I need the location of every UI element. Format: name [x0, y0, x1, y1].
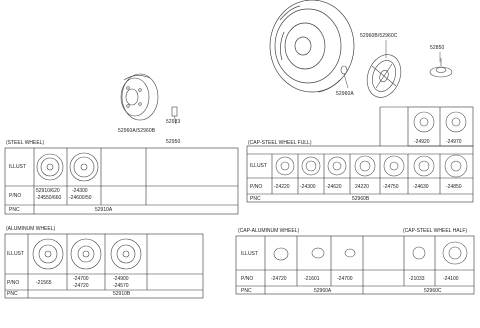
aluminum-title: (ALUMINUM WHEEL) — [6, 226, 56, 232]
aluminum-row-pnc: PNC — [7, 291, 18, 297]
steel-wheel-title: (STEEL WHEEL) — [6, 140, 45, 146]
cap-steel-full-table — [246, 106, 474, 203]
aluminum-col1-pno: -21565 — [36, 280, 52, 286]
steel-row-pnc: PNC — [9, 207, 20, 213]
steel-wheel-drawing — [120, 73, 159, 121]
label-lug-nut: 52850 — [430, 45, 445, 51]
cap-alu-row-pnc: PNC — [241, 288, 252, 294]
steel-row-pno: P/NO — [9, 193, 22, 199]
cap-alu-pno-2: -21601 — [304, 276, 320, 282]
aluminum-col3-pno-b: -24570 — [113, 283, 129, 289]
cap-alu-pno-3: -24700 — [337, 276, 353, 282]
cap-alu-pno-5: -24100 — [443, 276, 459, 282]
cap-half-title: (CAP-STEEL WHEEL HALF) — [403, 228, 468, 234]
tire-drawing — [269, 0, 355, 93]
cap-full-pno-5: -24750 — [383, 184, 399, 190]
cap-alu-title: (CAP-ALUMINUM WHEEL) — [238, 228, 300, 234]
cap-full-pno-1: -24220 — [274, 184, 290, 190]
cap-full-top-pno-2: -24970 — [446, 139, 462, 145]
steel-col1-pno-b: -24550/660 — [36, 195, 62, 201]
steel-col1-pno-a: 52910/620 — [36, 188, 60, 194]
cap-alu-pnc-right: 52960C — [424, 288, 442, 294]
aluminum-wheel-illusts — [32, 238, 142, 270]
steel-wheel-illust-2 — [69, 152, 99, 182]
cap-full-top-pno-1: -24920 — [414, 139, 430, 145]
cap-full-pno-7: -24850 — [446, 184, 462, 190]
aluminum-wheel-table — [4, 233, 204, 299]
valve-drawing — [171, 106, 178, 125]
cap-full-illusts — [275, 111, 468, 178]
label-spare-cover: 52960B/52960C — [360, 33, 398, 39]
steel-wheel-illust-1 — [36, 153, 64, 181]
steel-col2-pno-a: -24300 — [72, 188, 88, 194]
label-valve-2: 52950 — [166, 139, 181, 145]
cap-full-pno-4: 24220 — [355, 184, 369, 190]
cap-alu-pno-1: -24720 — [271, 276, 287, 282]
aluminum-row-pno: P/NO — [7, 280, 20, 286]
aluminum-col2-pno-b: -24720 — [73, 283, 89, 289]
steel-row-illust: ILLUST — [9, 164, 26, 170]
cap-full-row-illust: ILLUST — [250, 163, 267, 169]
label-cap-small: 52960A — [336, 91, 354, 97]
cap-aluminum-illusts — [273, 241, 468, 265]
center-cap-drawing — [340, 65, 348, 75]
aluminum-pnc: 52910B — [113, 291, 131, 297]
cap-full-pno-6: -24630 — [413, 184, 429, 190]
cap-full-pno-3: -24620 — [326, 184, 342, 190]
aluminum-col2-pno-a: -24700 — [73, 276, 89, 282]
steel-wheel-table — [4, 147, 239, 215]
aluminum-row-illust: ILLUST — [7, 251, 24, 257]
label-valve-1: 52933 — [166, 119, 181, 125]
steel-col2-pno-b: -24600/50 — [69, 195, 92, 201]
wheel-cover-drawing — [366, 54, 402, 98]
label-steel-wheel-part: 52960A/52960B — [118, 128, 156, 134]
cap-aluminum-table — [235, 235, 475, 295]
cap-alu-row-pno: P/NO — [241, 276, 254, 282]
cap-full-row-pnc: PNC — [250, 196, 261, 202]
cap-alu-pno-4: -21033 — [409, 276, 425, 282]
cap-full-pno-2: -24300 — [300, 184, 316, 190]
lug-nut-drawing — [429, 58, 453, 78]
cap-alu-pnc-left: 52960A — [314, 288, 332, 294]
cap-full-pnc: 52960B — [352, 196, 370, 202]
cap-alu-row-illust: ILLUST — [241, 251, 258, 257]
steel-pnc: 52910A — [95, 207, 113, 213]
aluminum-col3-pno-a: -24900 — [113, 276, 129, 282]
cap-full-row-pno: P/NO — [250, 184, 263, 190]
cap-full-title: (CAP-STEEL WHEEL FULL) — [248, 140, 312, 146]
